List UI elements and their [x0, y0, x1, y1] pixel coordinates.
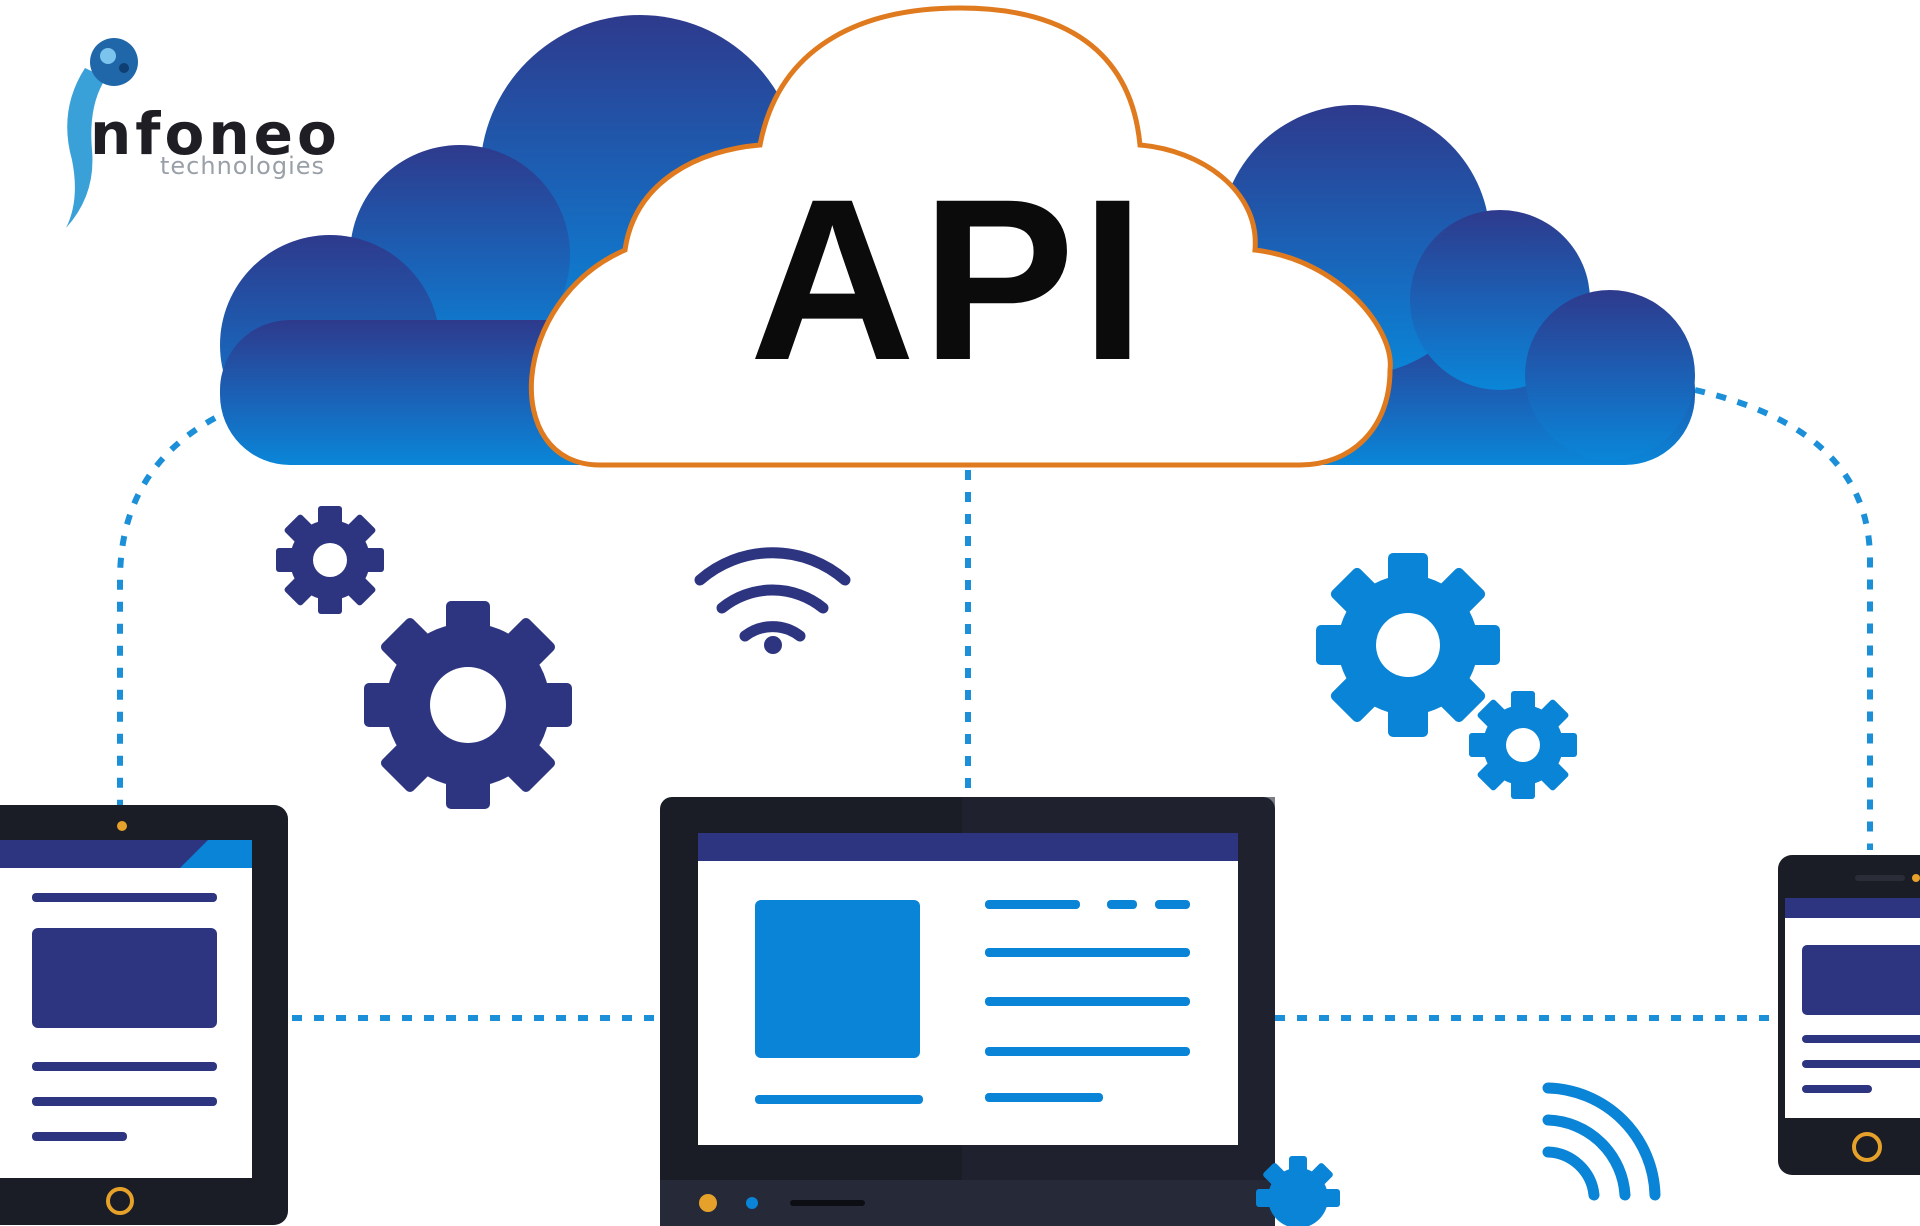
connection-lines	[117, 387, 1873, 1021]
gear-icon	[1256, 1156, 1340, 1226]
gear-icon	[276, 506, 384, 614]
left-connector	[117, 415, 217, 805]
globe-person-icon	[66, 38, 138, 228]
gear-icon	[364, 601, 572, 809]
right-connector	[1694, 387, 1873, 850]
gear-icon	[1469, 691, 1577, 799]
api-cloud	[528, 5, 1393, 468]
api-label: API	[749, 151, 1151, 408]
logo-tagline: technologies	[160, 152, 325, 180]
logo-wordmark: nfoneo	[90, 100, 341, 168]
wifi-icon	[694, 547, 851, 654]
phone-device	[1778, 855, 1920, 1175]
signal-waves-icon	[1542, 1082, 1661, 1201]
laptop-device	[660, 797, 1275, 1226]
tablet-device	[0, 805, 288, 1225]
gear-icon	[1316, 553, 1500, 737]
